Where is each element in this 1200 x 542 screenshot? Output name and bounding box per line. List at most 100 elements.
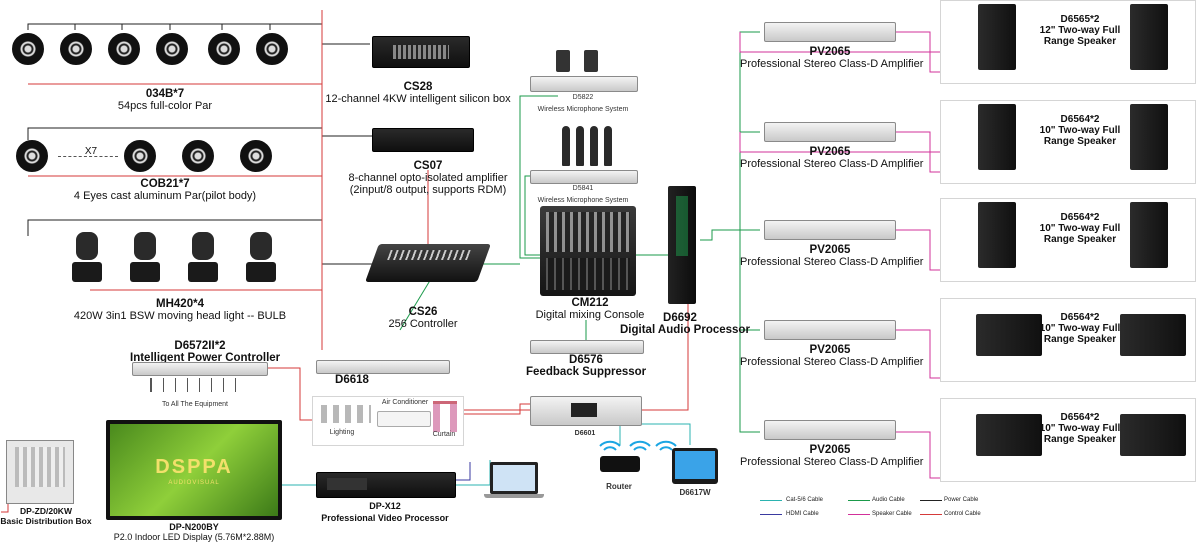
handheld-mic-icon (562, 126, 612, 172)
moving-head-icon (246, 232, 276, 284)
speaker-l2: Range Speaker (1043, 136, 1117, 147)
par-light-icon (60, 33, 92, 65)
led-logo-sub: AUDIOVISUAL (168, 480, 220, 486)
d5822-device (530, 76, 638, 92)
laptop-icon (490, 462, 538, 494)
speaker-l1: 10" Two-way Full (1039, 423, 1121, 434)
speaker-l2: Range Speaker (1043, 36, 1117, 47)
curtain-icon (433, 401, 457, 432)
amplifier-device (764, 22, 896, 42)
cob-light-icon (16, 140, 48, 172)
power-note: To All The Equipment (161, 401, 229, 408)
speaker-l2: Range Speaker (1043, 334, 1117, 345)
d6617w-label: D6617W (679, 488, 711, 497)
speaker-l1: 10" Two-way Full (1039, 125, 1121, 136)
d6572-device (132, 362, 268, 376)
moving-head-icon (188, 232, 218, 284)
aircon-icon (377, 411, 431, 427)
cs26-device (365, 244, 491, 282)
amplifier-desc: Professional Stereo Class-D Amplifier (740, 158, 924, 170)
legend-hdmi: HDMI Cable (786, 511, 819, 517)
cm212-device (540, 206, 636, 296)
speaker-model: D6564*2 (1060, 212, 1100, 223)
speaker-icon (1120, 414, 1186, 456)
legend-audio-line (848, 500, 870, 501)
led-logo: DSPPA (155, 456, 233, 478)
amplifier-model: PV2065 (809, 146, 851, 158)
legend-cat-line (760, 500, 782, 501)
cob-light-icon (240, 140, 272, 172)
room-appliances: Lighting Air Conditioner Curtain (312, 396, 464, 446)
speaker-model: D6564*2 (1060, 412, 1100, 423)
curtain-label: Curtain (432, 431, 456, 438)
speaker-l2: Range Speaker (1043, 234, 1117, 245)
amplifier-model: PV2065 (809, 46, 851, 58)
par-light-icon (108, 33, 140, 65)
d6617w-device (672, 448, 718, 484)
cob-dash (58, 156, 118, 157)
par-light-icon (208, 33, 240, 65)
speaker-icon (1130, 202, 1168, 268)
speaker-l2: Range Speaker (1043, 434, 1117, 445)
speaker-icon (1130, 4, 1168, 70)
amplifier-device (764, 122, 896, 142)
laptop-base (484, 494, 544, 498)
d6576-device (530, 340, 644, 354)
cob-multiplier: X7 (84, 146, 98, 157)
legend-power: Power Cable (944, 497, 979, 503)
dpx12-device (316, 472, 456, 498)
legend-hdmi-line (760, 514, 782, 515)
speaker-icon (978, 4, 1016, 70)
aircon-label: Air Conditioner (381, 399, 429, 406)
speaker-model: D6565*2 (1060, 14, 1100, 25)
amplifier-model: PV2065 (809, 344, 851, 356)
led-display: DSPPA AUDIOVISUAL (106, 420, 282, 520)
amplifier-device (764, 220, 896, 240)
par-light-icon (12, 33, 44, 65)
d6618-label: D6618 (335, 374, 369, 386)
router-icon (600, 456, 640, 472)
legend-control-line (920, 514, 942, 515)
distribution-box (6, 440, 74, 504)
d6601-label: D6601 (574, 430, 596, 437)
legend-speaker-line (848, 514, 870, 515)
mic-pack-icon (556, 40, 616, 76)
power-outputs (150, 378, 241, 392)
cob-light-icon (124, 140, 156, 172)
speaker-l1: 10" Two-way Full (1039, 223, 1121, 234)
d5841-device (530, 170, 638, 184)
lighting-label: Lighting (329, 429, 355, 436)
speaker-l1: 10" Two-way Full (1039, 323, 1121, 334)
lighting-icon (321, 405, 371, 423)
par-light-icon (256, 33, 288, 65)
legend-power-line (920, 500, 942, 501)
amplifier-device (764, 320, 896, 340)
speaker-l1: 12" Two-way Full (1039, 25, 1121, 36)
legend-control: Control Cable (944, 511, 981, 517)
amplifier-device (764, 420, 896, 440)
speaker-model: D6564*2 (1060, 312, 1100, 323)
amplifier-model: PV2065 (809, 444, 851, 456)
par-light-icon (156, 33, 188, 65)
cs07-device (372, 128, 474, 152)
legend-audio: Audio Cable (872, 497, 905, 503)
